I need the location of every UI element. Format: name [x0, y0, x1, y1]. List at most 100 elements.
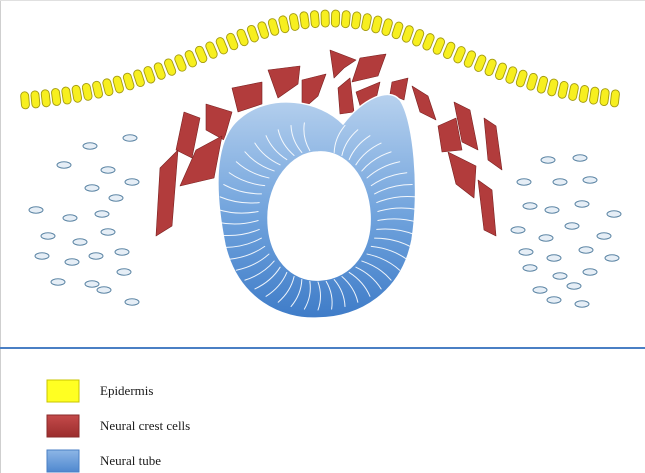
epidermis-cell [381, 18, 393, 37]
mesenchyme-cell [57, 162, 71, 168]
epidermis-layer [20, 10, 620, 109]
mesenchyme-cell [573, 155, 587, 161]
mesenchyme-cell [511, 227, 525, 233]
mesenchyme-cell [29, 207, 43, 213]
mesenchyme-cell [83, 143, 97, 149]
epidermis-cell [112, 75, 124, 94]
mesenchyme-cell [85, 185, 99, 191]
mesenchyme-cell [553, 179, 567, 185]
epidermis-cell [526, 72, 539, 91]
mesenchyme-cell [117, 269, 131, 275]
mesenchyme-cell [519, 249, 533, 255]
neural-crest-cell [412, 86, 436, 120]
mesenchyme-cell [607, 211, 621, 217]
mesenchyme-cell [101, 167, 115, 173]
neural-tube-body [218, 94, 416, 318]
epidermis-cell [515, 69, 528, 88]
epidermis-cell [391, 21, 404, 40]
mesenchyme-cell [109, 195, 123, 201]
epidermis-cell [267, 18, 279, 37]
epidermis-cell [589, 87, 599, 105]
epidermis-cell [92, 81, 104, 99]
neural-crest-swatch [47, 415, 79, 437]
epidermis-cell [600, 88, 610, 106]
mesenchyme-cell [73, 239, 87, 245]
legend-label-epidermis: Epidermis [100, 383, 153, 399]
epidermis-cell [341, 10, 350, 28]
mesenchyme-cell [85, 281, 99, 287]
neural-tube-swatch [47, 450, 79, 472]
epidermis-cell [331, 10, 340, 27]
epidermis-cell [578, 85, 589, 103]
legend-label-neural-crest: Neural crest cells [100, 418, 190, 434]
mesenchyme-cell [547, 255, 561, 261]
mesenchyme-cell [97, 287, 111, 293]
mesenchyme-cell [123, 135, 137, 141]
neural-crest-cell [478, 180, 496, 236]
neural-crest-cell [352, 54, 386, 82]
mesenchyme-cell [583, 269, 597, 275]
epidermis-cell [31, 91, 41, 109]
mesenchyme-cell [567, 283, 581, 289]
epidermis-cell [257, 21, 270, 40]
mesenchyme-cell [547, 297, 561, 303]
epidermis-cell [351, 11, 361, 29]
mesenchyme-cell [523, 203, 537, 209]
legend-label-neural-tube: Neural tube [100, 453, 161, 469]
neural-crest-cell [448, 152, 476, 198]
epidermis-cell [361, 13, 372, 31]
epidermis-cell [321, 10, 329, 27]
epidermis-cell [133, 69, 146, 88]
mesenchyme-cell [533, 287, 547, 293]
epidermis-cell [547, 78, 559, 96]
epidermis-cell [557, 81, 568, 99]
mesenchyme-cell [565, 223, 579, 229]
mesenchyme-cell [95, 211, 109, 217]
mesenchyme-cell [575, 201, 589, 207]
epidermis-cell [278, 15, 290, 33]
epidermis-cell [536, 75, 548, 94]
neural-crest-cell [338, 78, 354, 114]
epidermis-swatch [47, 380, 79, 402]
epidermis-cell [41, 89, 51, 107]
mesenchyme-cell [579, 247, 593, 253]
mesenchyme-cell [523, 265, 537, 271]
neural-crest-cell [330, 50, 356, 78]
epidermis-cell [71, 85, 82, 103]
epidermis-cell [122, 72, 135, 91]
mesenchyme-cell [583, 177, 597, 183]
mesenchyme-cell [575, 301, 589, 307]
epidermis-cell [310, 10, 319, 28]
mesenchyme-cell [51, 279, 65, 285]
mesenchyme-cell [35, 253, 49, 259]
epidermis-cell [289, 13, 300, 31]
mesenchyme-cell [605, 255, 619, 261]
neural-crest-cell [268, 66, 300, 98]
mesenchyme-cell [125, 299, 139, 305]
legend [47, 380, 79, 472]
mesenchyme-cell [63, 215, 77, 221]
epidermis-cell [102, 78, 114, 96]
mesenchyme-cell [41, 233, 55, 239]
mesenchyme-cell [115, 249, 129, 255]
mesenchyme-cell [517, 179, 531, 185]
neural-crest-cell [156, 150, 178, 236]
mesenchyme-cell [541, 157, 555, 163]
epidermis-cell [61, 87, 71, 105]
mesenchyme-cell [89, 253, 103, 259]
epidermis-cell [20, 92, 29, 110]
neural-crest-cell [484, 118, 502, 170]
epidermis-cell [568, 83, 579, 101]
epidermis-cell [82, 83, 93, 101]
epidermis-cell [610, 89, 620, 107]
mesenchyme-cell [553, 273, 567, 279]
mesenchyme-cell [65, 259, 79, 265]
mesenchyme-cell [101, 229, 115, 235]
mesenchyme-cell [539, 235, 553, 241]
mesenchyme-cell [597, 233, 611, 239]
mesenchyme-cell [125, 179, 139, 185]
neural-tube [218, 94, 418, 318]
epidermis-cell [371, 15, 383, 33]
